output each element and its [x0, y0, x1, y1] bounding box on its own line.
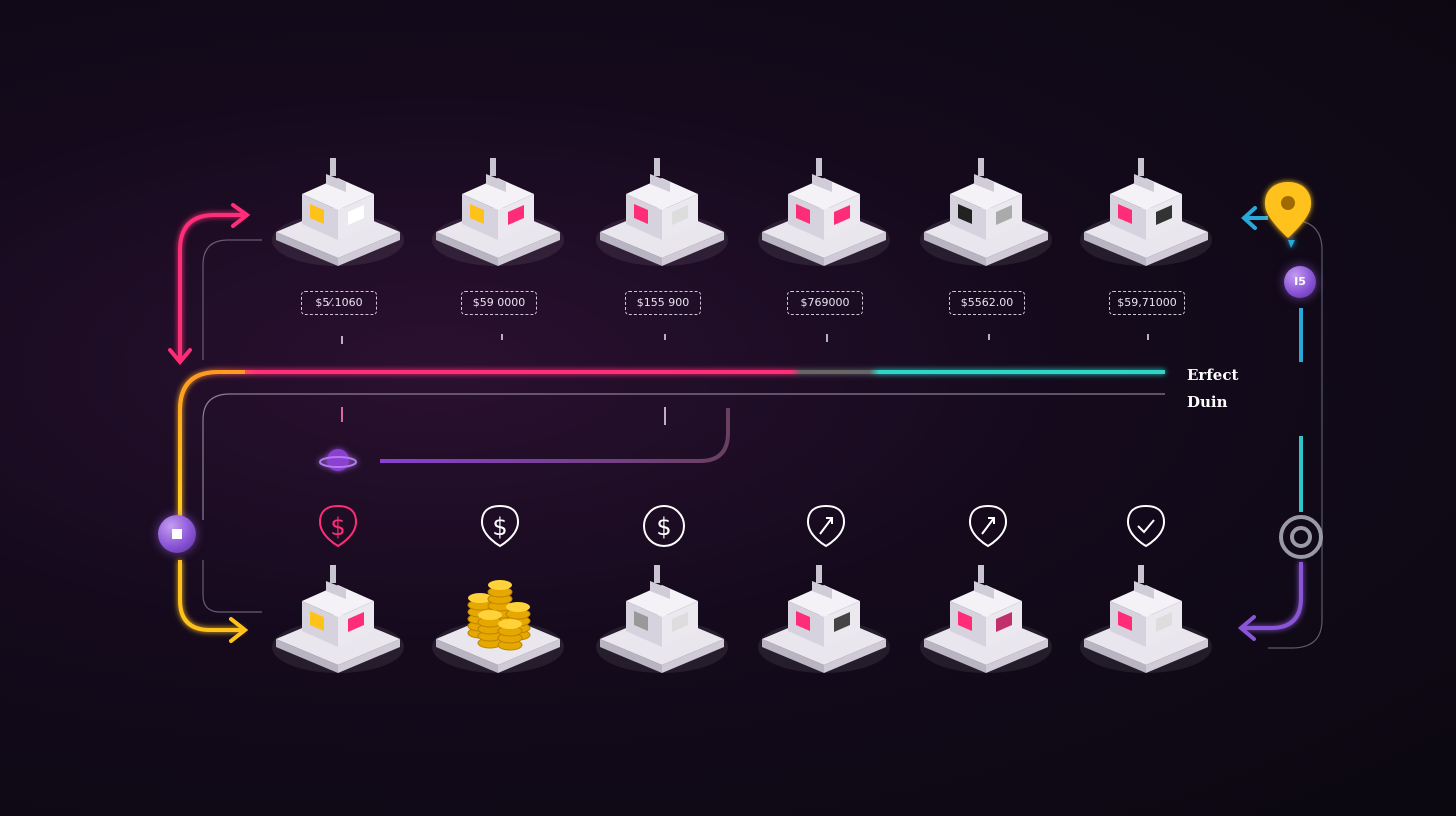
shield-arrow-icon [806, 504, 846, 548]
tick-marks [341, 334, 1149, 425]
purple-mid-line [380, 408, 730, 463]
lab-icon [596, 565, 728, 673]
heart-check-icon [1126, 504, 1166, 548]
shop-icon [758, 565, 890, 673]
legend-line-2: Duin [1187, 393, 1228, 411]
price-tag: $59,71000 [1109, 291, 1185, 315]
left-yellow-loop [178, 560, 243, 632]
machinery-icon [272, 565, 404, 673]
boutique-icon [1080, 565, 1212, 673]
dollar-circle-icon: $ [643, 505, 685, 547]
tower-icon [1080, 158, 1212, 266]
car-billboard-icon [432, 158, 564, 266]
left-yellow-segment [178, 370, 245, 520]
clothing-store-icon [920, 565, 1052, 673]
left-badge [158, 515, 196, 553]
factory-icon [596, 158, 728, 266]
left-pink-arrow-top [231, 203, 251, 228]
swirl-icon [1279, 515, 1323, 559]
shield-check-icon [968, 504, 1008, 548]
svg-text:$: $ [492, 513, 507, 541]
planet-icon [319, 449, 357, 471]
right-thin-outline [1268, 219, 1323, 649]
price-tag: $5562.00 [949, 291, 1025, 315]
left-thin-outline-bottom [202, 560, 262, 613]
square-icon [172, 529, 182, 539]
legend-line-1: Erfect [1187, 366, 1239, 384]
price-tag: $59 0000 [461, 291, 537, 315]
workshop-icon [758, 158, 890, 266]
left-pink-arrow-down [168, 348, 192, 366]
top-right-badge: I5 [1284, 266, 1316, 298]
svg-text:$: $ [330, 513, 345, 541]
office-building-icon [920, 158, 1052, 266]
coin-stacks-icon [432, 580, 564, 673]
right-blue-arrowhead [1241, 206, 1257, 230]
dollar-shield-icon: $ [480, 504, 520, 548]
price-tag: $769000 [787, 291, 863, 315]
dollar-pink-icon: $ [318, 504, 358, 548]
price-tag: $155 900 [625, 291, 701, 315]
left-pink-loop [178, 213, 245, 360]
left-thin-outline-top [202, 239, 262, 360]
location-pin-icon [1264, 182, 1312, 248]
warehouse-icon [272, 158, 404, 266]
price-tag: $5⁄.1060 [301, 291, 377, 315]
right-purple-arrowhead [1237, 615, 1256, 641]
thin-secondary-line [202, 393, 1165, 520]
right-purple-loop [1243, 562, 1303, 630]
svg-text:$: $ [656, 513, 671, 541]
left-yellow-arrow [229, 617, 249, 643]
